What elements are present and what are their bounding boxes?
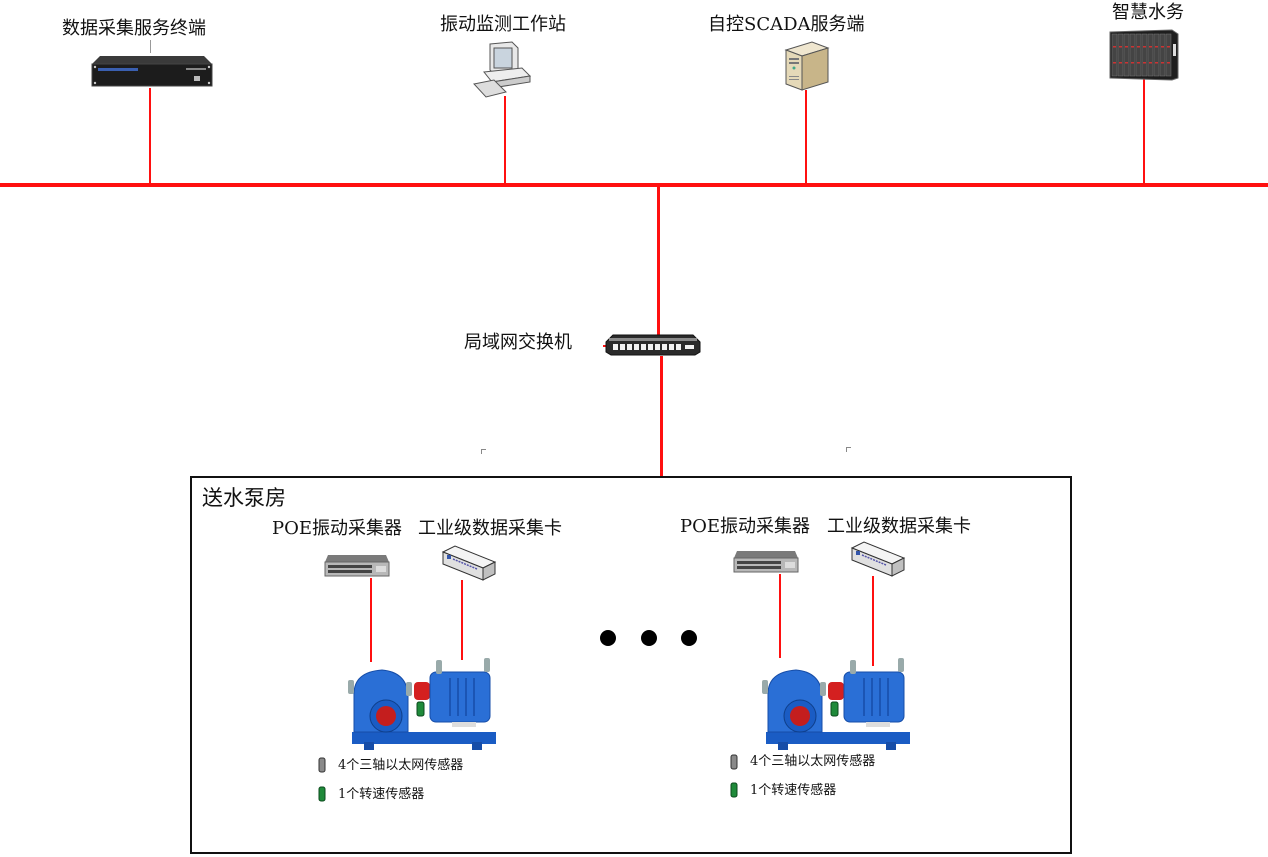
link-bus-switch [657, 185, 660, 335]
daq-card-icon[interactable] [441, 544, 497, 582]
triaxial-sensor-icon [318, 757, 326, 773]
daq-card-icon[interactable] [850, 540, 906, 578]
link-scada [805, 90, 807, 185]
poe-collector-icon[interactable] [324, 554, 390, 578]
sensor-legend-speed: 1个转速传感器 [750, 783, 837, 798]
speed-sensor-icon [730, 782, 738, 798]
poe-collector-icon[interactable] [733, 550, 799, 574]
pump-motor-icon [762, 658, 910, 750]
daq-card-label: 工业级数据采集卡 [418, 518, 562, 539]
link-switch-room [660, 356, 663, 476]
more-units-dot [600, 630, 616, 646]
link-daq-pump [461, 580, 463, 660]
switch-label: 局域网交换机 [464, 332, 572, 353]
link-collector-pump [779, 574, 781, 658]
network-switch-icon[interactable] [605, 334, 701, 356]
link-collector-pump [370, 578, 372, 662]
link-daq-pump [872, 576, 874, 666]
backbone-bus [0, 183, 1268, 187]
pump-room-title: 送水泵房 [202, 486, 286, 510]
tower-server-icon[interactable] [784, 40, 830, 92]
data-terminal-label: 数据采集服务终端 [62, 18, 206, 39]
link-smart-water [1143, 78, 1145, 185]
more-units-dot [681, 630, 697, 646]
pump-motor-icon [348, 658, 496, 750]
poe-collector-label: POE振动采集器 [272, 518, 403, 539]
workstation-icon[interactable] [472, 41, 538, 98]
workstation-label: 振动监测工作站 [440, 14, 566, 35]
corner-mark [846, 447, 851, 452]
sensor-legend-triaxial: 4个三轴以太网传感器 [750, 754, 876, 769]
poe-collector-label: POE振动采集器 [680, 516, 811, 537]
sensor-legend-speed: 1个转速传感器 [338, 787, 425, 802]
sensor-legend-triaxial: 4个三轴以太网传感器 [338, 758, 464, 773]
pump-room-frame [190, 476, 1072, 854]
label-leader-line [150, 40, 151, 53]
more-units-dot [641, 630, 657, 646]
link-data-terminal [149, 88, 151, 185]
triaxial-sensor-icon [730, 754, 738, 770]
speed-sensor-icon [318, 786, 326, 802]
scada-label: 自控SCADA服务端 [708, 14, 865, 35]
daq-card-label: 工业级数据采集卡 [827, 516, 971, 537]
blade-server-icon[interactable] [1108, 28, 1180, 81]
link-workstation [504, 96, 506, 185]
smart-water-label: 智慧水务 [1112, 2, 1184, 23]
rack-server-icon[interactable] [90, 54, 214, 88]
corner-mark [481, 449, 486, 454]
